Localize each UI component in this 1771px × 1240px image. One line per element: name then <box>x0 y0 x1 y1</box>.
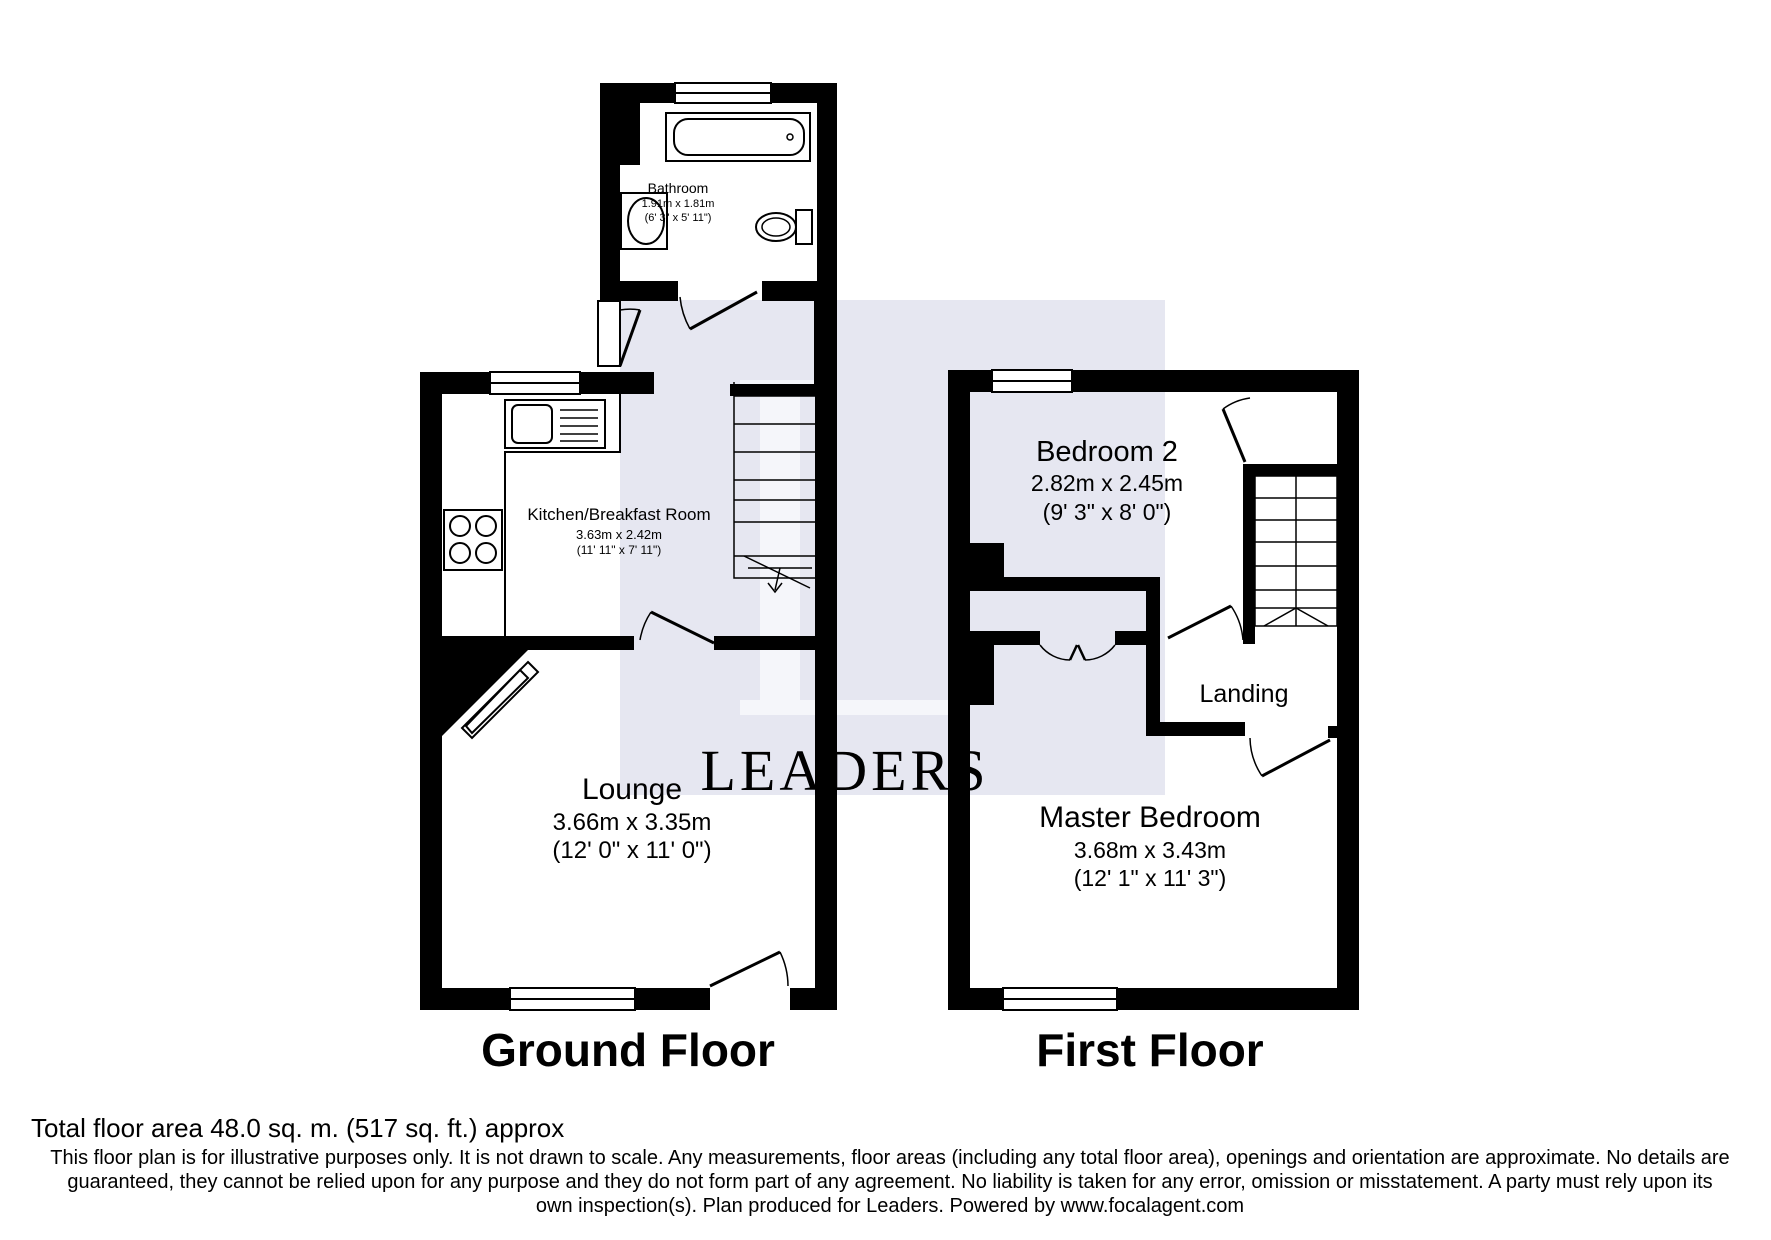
bedroom2-imperial: (9' 3" x 8' 0") <box>1043 499 1172 525</box>
cupboard-door <box>1221 397 1251 463</box>
ground-floor-plan <box>420 82 837 1011</box>
kitchen-lounge-door <box>639 610 715 645</box>
room-labels: Bathroom 1.91m x 1.81m (6' 3" x 5' 11") … <box>527 180 1288 891</box>
bedroom2-metric: 2.82m x 2.45m <box>1031 470 1183 496</box>
kitchen-metric: 3.63m x 2.42m <box>576 527 662 542</box>
wardrobe-doors <box>1039 644 1116 661</box>
lounge-imperial: (12' 0" x 11' 0") <box>552 837 711 864</box>
sink-icon <box>504 399 606 449</box>
first-floor-title: First Floor <box>1036 1024 1264 1076</box>
front-door-opening <box>710 988 790 1010</box>
first-floor-stairs <box>1254 475 1338 627</box>
porch <box>597 300 642 367</box>
wall-stub <box>1220 386 1250 392</box>
disclaimer-text: This floor plan is for illustrative purp… <box>50 1147 1730 1217</box>
first-floor-walls <box>948 370 1359 1010</box>
fireplace-icon <box>460 660 540 740</box>
ground-floor-title: Ground Floor <box>481 1024 775 1076</box>
kitchen-window <box>489 371 581 395</box>
master-bedroom-door <box>1249 737 1331 778</box>
landing-name: Landing <box>1200 680 1289 708</box>
bathroom-door <box>679 290 758 331</box>
basin-icon <box>620 192 668 250</box>
toilet-icon <box>755 209 813 245</box>
lounge-window <box>509 987 636 1011</box>
kitchen-name: Kitchen/Breakfast Room <box>527 505 710 524</box>
bathroom-window <box>674 82 772 104</box>
master-window <box>1002 987 1118 1011</box>
kitchen-counter <box>504 394 621 636</box>
ground-floor-stairs <box>733 382 815 594</box>
kitchen-imperial: (11' 11" x 7' 11") <box>577 543 661 557</box>
front-door <box>709 950 789 988</box>
bathroom-imperial: (6' 3" x 5' 11") <box>645 212 712 224</box>
bathroom-metric: 1.91m x 1.81m <box>642 198 715 210</box>
bath-icon <box>665 112 811 162</box>
master-metric: 3.68m x 3.43m <box>1074 837 1226 863</box>
lounge-name: Lounge <box>582 773 682 806</box>
master-imperial: (12' 1" x 11' 3") <box>1074 865 1227 891</box>
wall-end <box>1328 726 1340 738</box>
first-floor-plan <box>948 369 1359 1011</box>
bedroom2-name: Bedroom 2 <box>1036 436 1178 468</box>
master-name: Master Bedroom <box>1039 801 1261 834</box>
bedroom2-window <box>991 369 1073 393</box>
hob-icon <box>443 509 503 571</box>
bathroom-name: Bathroom <box>648 180 709 196</box>
bedroom2-door <box>1167 604 1244 641</box>
total-floor-area: Total floor area 48.0 sq. m. (517 sq. ft… <box>31 1113 565 1143</box>
lounge-metric: 3.66m x 3.35m <box>553 809 712 836</box>
watermark-text: LEADERS <box>701 738 990 803</box>
